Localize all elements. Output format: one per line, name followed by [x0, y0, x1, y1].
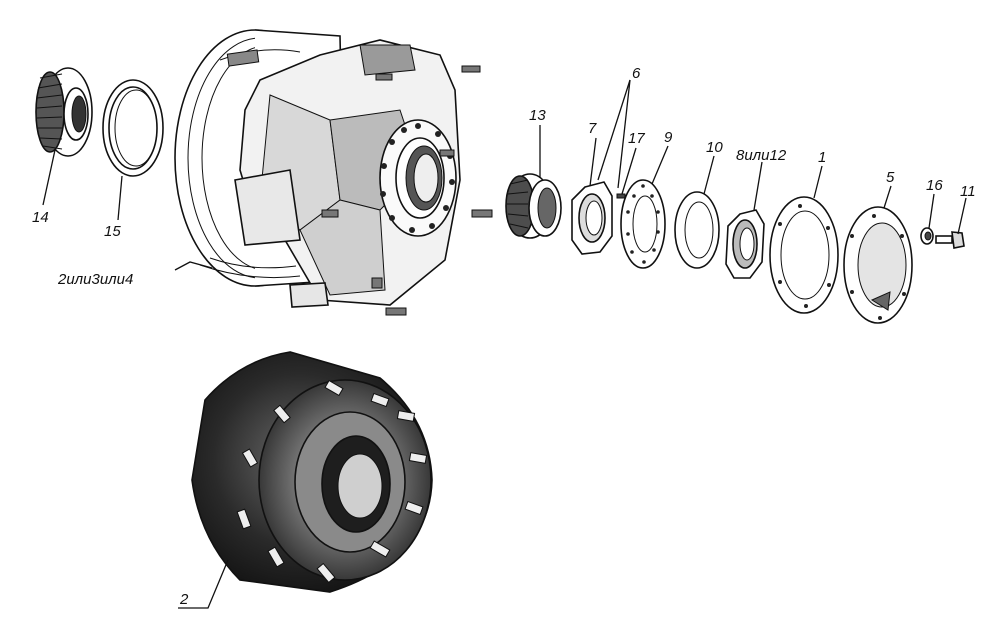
label-7: 7: [588, 120, 597, 137]
label-15: 15: [104, 223, 121, 240]
label-2-3-4: 2или3или4: [57, 271, 133, 288]
gasket-1: [769, 196, 839, 314]
cover-5: [843, 206, 913, 324]
label-13: 13: [529, 107, 546, 124]
label-1: 1: [818, 149, 826, 166]
hub-assembly: [174, 29, 493, 316]
leader-lines: [42, 79, 967, 609]
label-5: 5: [886, 169, 895, 186]
washer-10: [674, 191, 720, 269]
label-11: 11: [960, 183, 976, 200]
bearing-14: [35, 67, 93, 157]
label-6: 6: [632, 65, 641, 82]
label-9: 9: [664, 129, 673, 146]
label-10: 10: [706, 139, 723, 156]
label-2: 2: [179, 591, 189, 608]
nut-7: [571, 181, 613, 255]
label-17: 17: [628, 130, 645, 147]
lock-washer-9: [620, 179, 666, 269]
brake-drum-2: [191, 351, 433, 593]
washer-16: [920, 227, 934, 245]
label-8-or-12: 8или12: [736, 147, 787, 164]
part-labels: 14 15 2или3или4 13 6 7 17 9 10 8или12 1 …: [32, 65, 976, 608]
pin-17: [616, 193, 626, 199]
bolt-11: [935, 231, 965, 249]
label-14: 14: [32, 209, 49, 226]
nut-8-or-12: [725, 209, 765, 279]
seal-ring-15: [102, 79, 164, 177]
bearing-13: [505, 173, 562, 239]
label-16: 16: [926, 177, 943, 194]
